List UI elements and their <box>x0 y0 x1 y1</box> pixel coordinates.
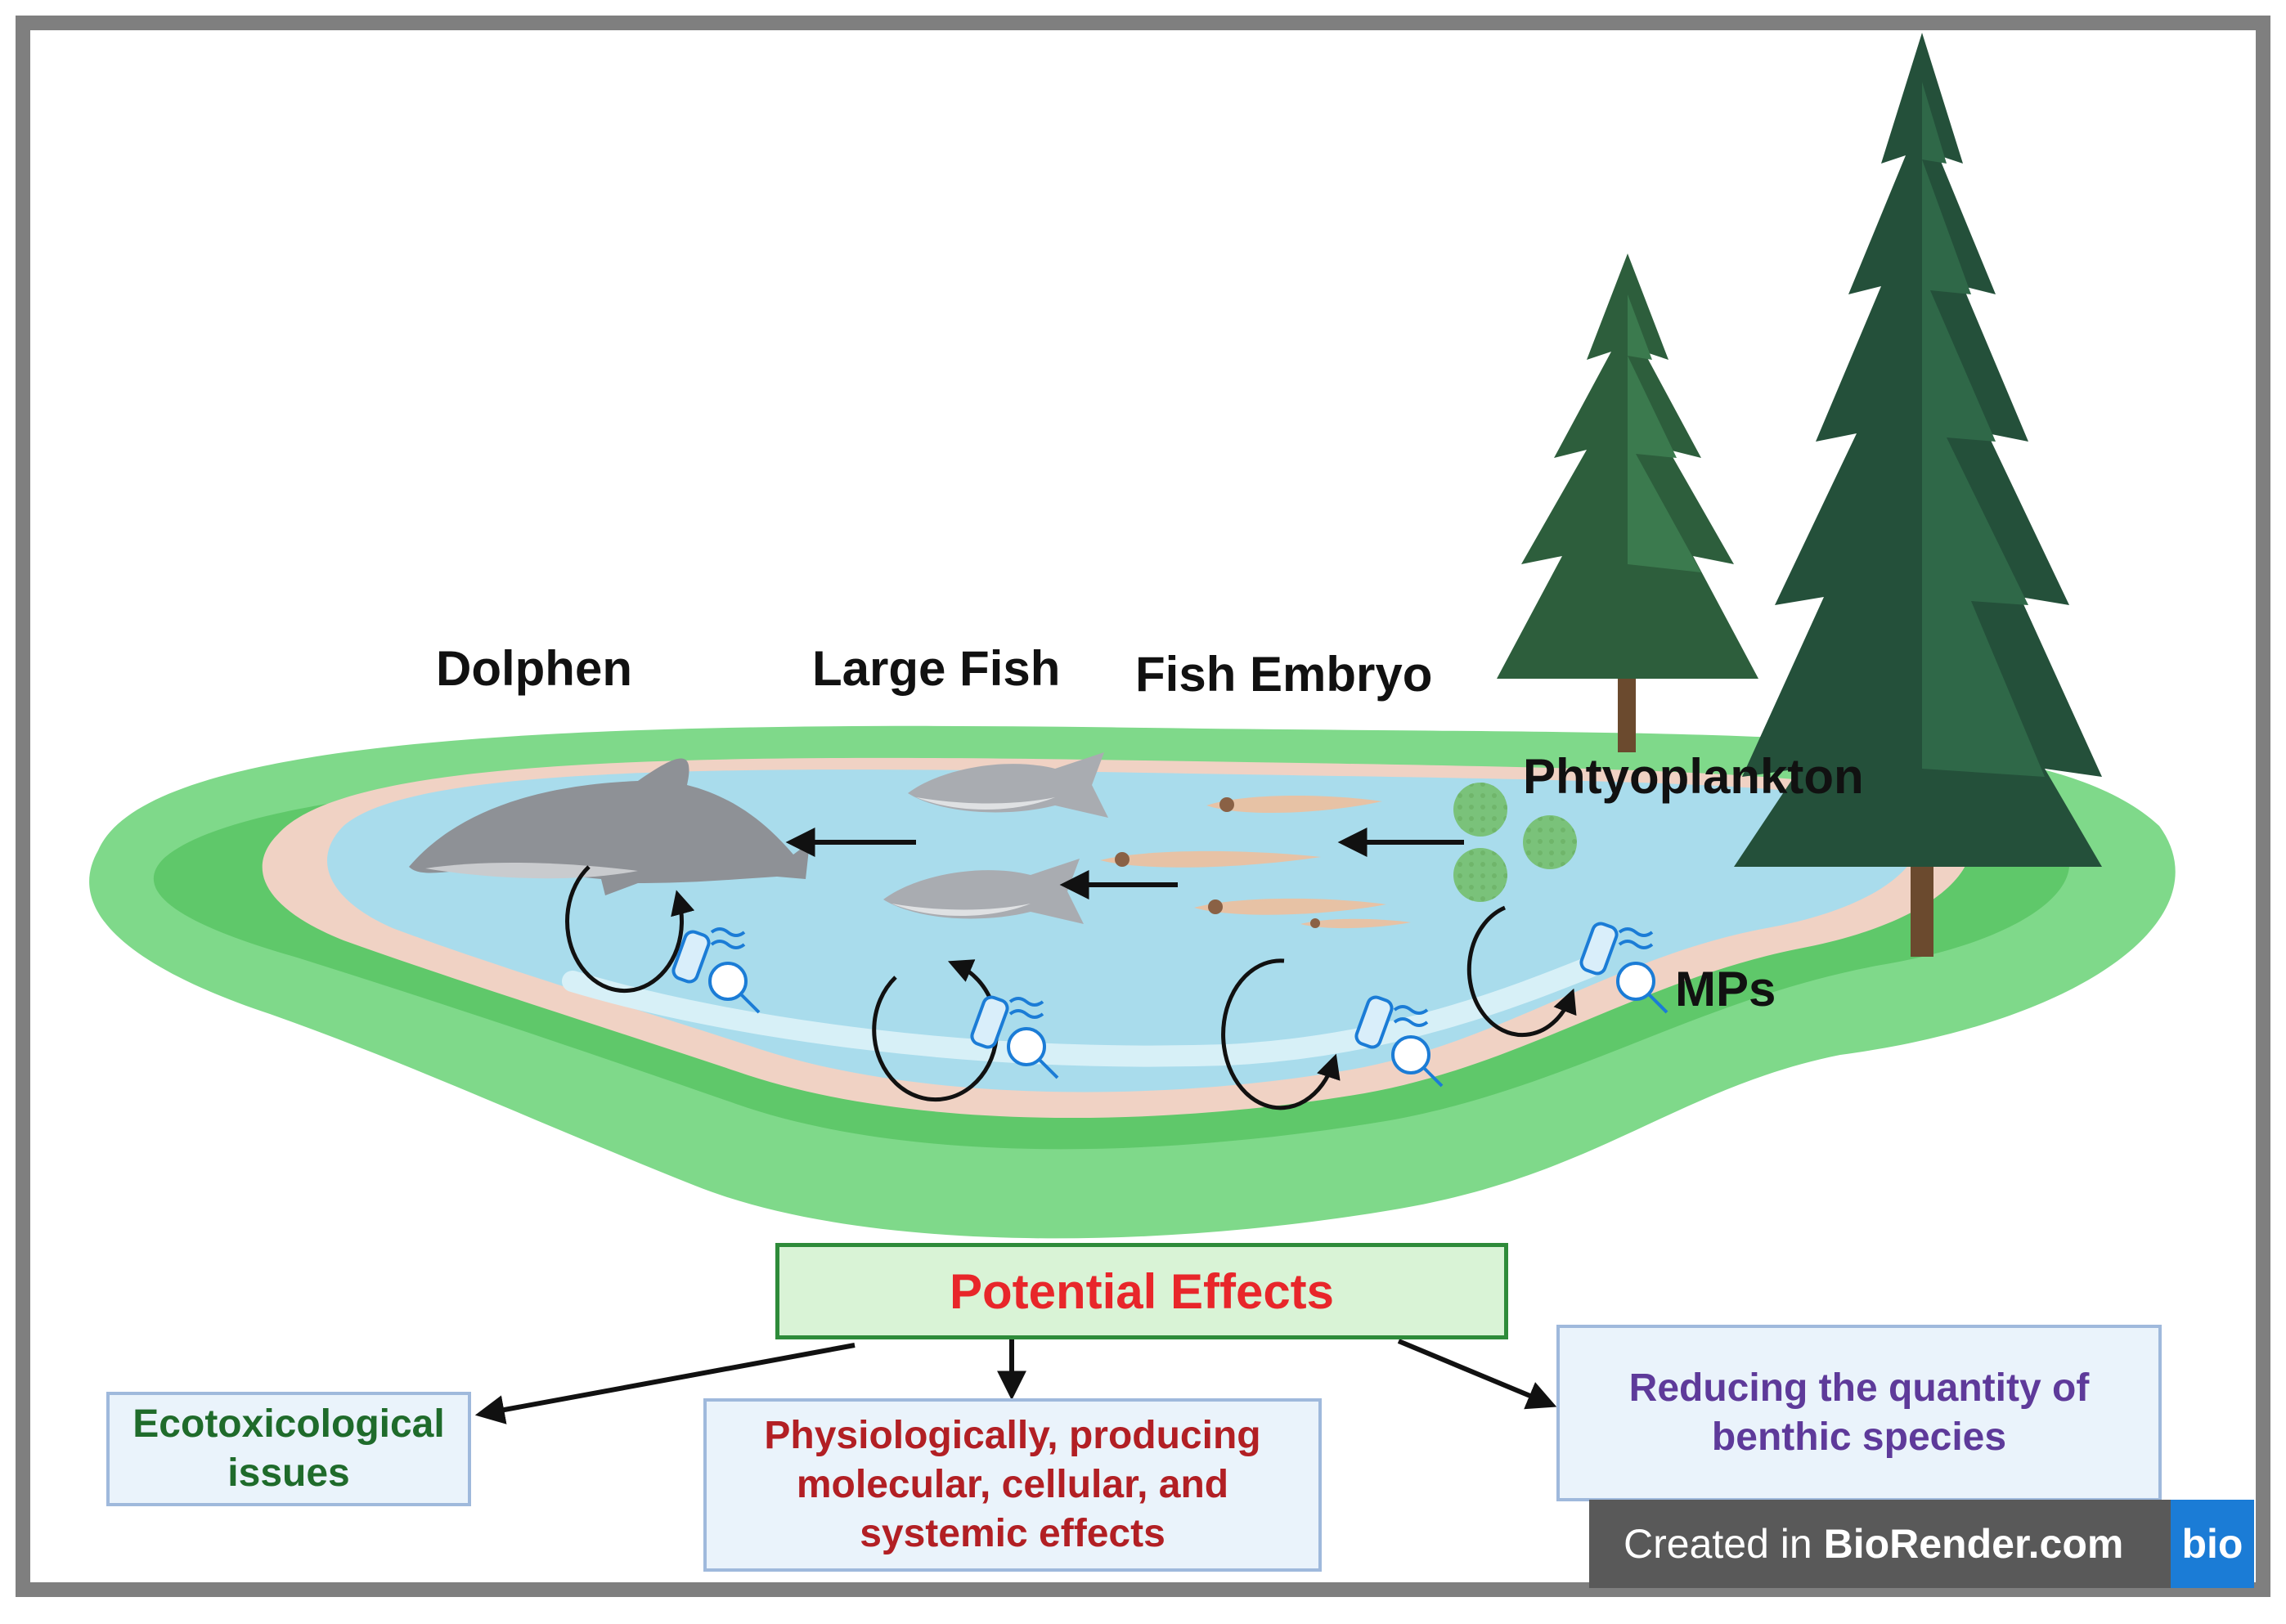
cycle-arrow-plankton <box>1466 905 1577 1038</box>
pine-tree-small <box>1497 253 1758 752</box>
effect-ecotoxicological: Ecotoxicological issues <box>106 1392 471 1506</box>
arrow-to-ecotoxicological <box>474 1343 856 1424</box>
microplastic-icon-4 <box>1579 922 1668 1014</box>
label-microplastics: MPs <box>1675 962 1776 1016</box>
cycle-arrow-embryo <box>1221 958 1341 1110</box>
figure-frame <box>16 16 2270 1597</box>
watermark-text: Created in BioRender.com <box>1624 1521 2124 1567</box>
microplastic-icon-1 <box>671 927 761 1014</box>
cycle-arrow-dolphin <box>565 865 695 994</box>
label-dolphin: Dolphen <box>436 641 632 696</box>
arrow-to-benthic <box>1397 1339 1557 1410</box>
dolphin-figure <box>409 758 810 895</box>
large-fish-top <box>908 752 1108 818</box>
effect-benthic: Reducing the quantity of benthic species <box>1556 1325 2162 1501</box>
large-fish-bottom <box>883 859 1084 924</box>
biorender-logo-icon: bio <box>2171 1500 2254 1588</box>
pine-tree-large <box>1734 33 2102 957</box>
label-large-fish: Large Fish <box>812 641 1061 696</box>
effect-physiological: Physiologically, producing molecular, ce… <box>703 1398 1322 1572</box>
phytoplankton-cells <box>1453 783 1577 902</box>
biorender-watermark: Created in BioRender.com bio <box>1589 1500 2254 1588</box>
microplastic-icon-3 <box>1354 995 1444 1088</box>
label-phytoplankton: Phtyoplankton <box>1523 749 1864 804</box>
potential-effects-title: Potential Effects <box>775 1243 1508 1339</box>
microplastic-icon-2 <box>970 995 1059 1079</box>
label-fish-embryo: Fish Embryo <box>1135 647 1433 702</box>
fish-embryos <box>1100 796 1411 929</box>
